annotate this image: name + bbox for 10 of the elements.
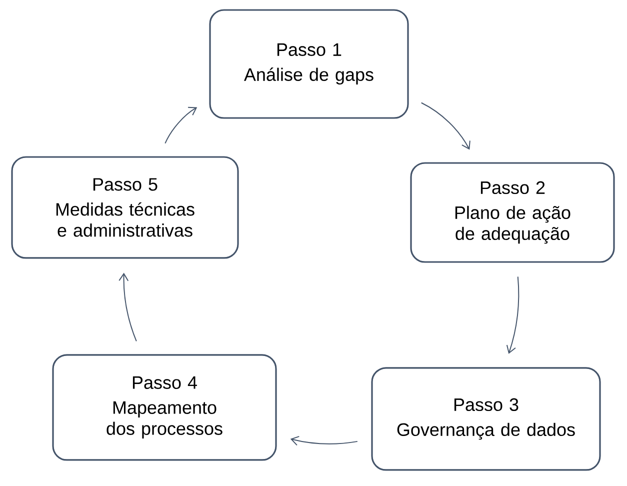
step-box: Passo 5 Medidas técnicas e administrativas (11, 156, 239, 259)
step-box: Passo 3 Governança de dados (371, 367, 601, 471)
arrow (506, 276, 520, 354)
arrow (164, 106, 198, 144)
step-box: Passo 2 Plano de ação de adequação (410, 162, 615, 263)
arrow (290, 436, 358, 446)
step-box: Passo 1 Análise de gaps (209, 9, 409, 119)
arrow (118, 272, 137, 342)
arrow (420, 102, 470, 150)
step-box: Passo 4 Mapeamento dos processos (52, 354, 277, 461)
